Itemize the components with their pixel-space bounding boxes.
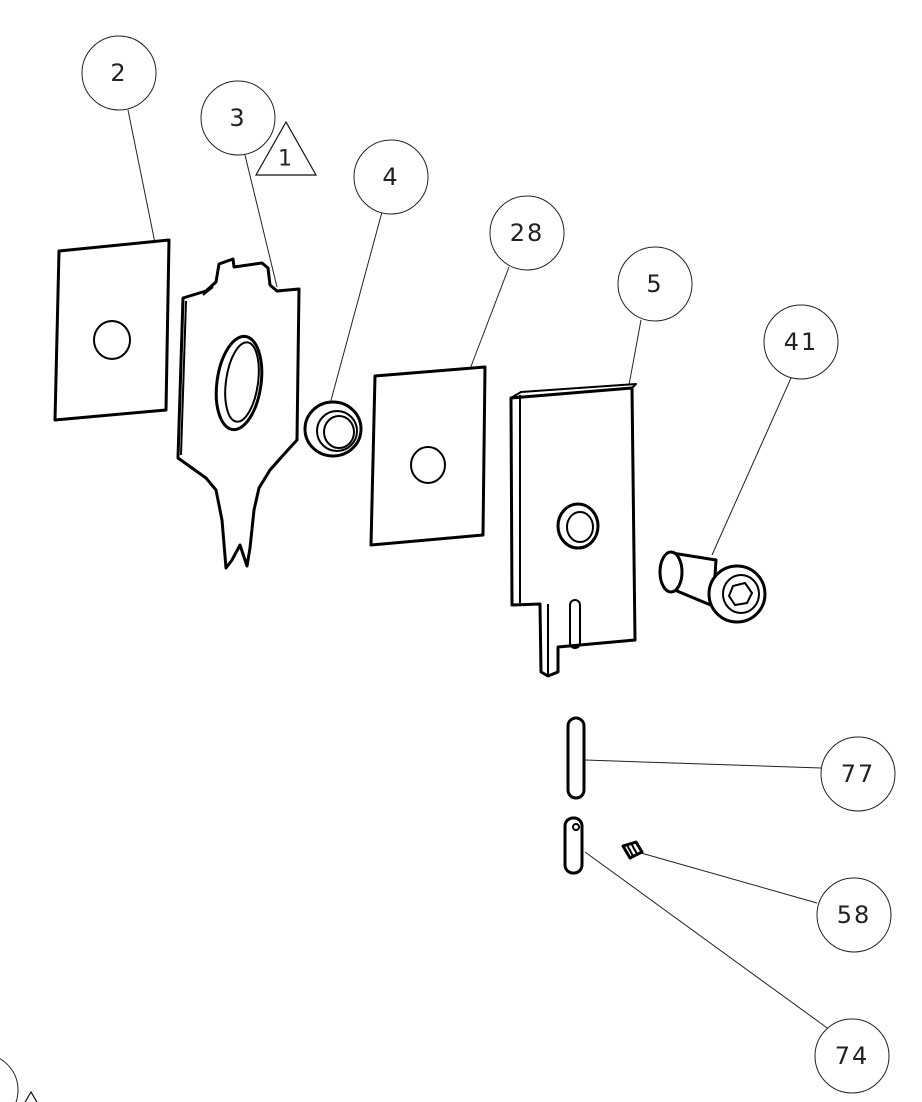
- part-28-plate: [369, 365, 487, 547]
- part-58-set-screw: [621, 840, 644, 860]
- leader-58: [640, 852, 818, 904]
- leader-74: [584, 851, 831, 1031]
- balloon-41-label: 41: [784, 328, 819, 356]
- balloon-58: 58: [816, 877, 892, 953]
- balloon-2: 2: [81, 35, 157, 111]
- partial-balloon-cropped: [0, 1058, 38, 1102]
- leader-4: [329, 211, 383, 405]
- leader-41: [711, 377, 792, 556]
- part-74-pin: [563, 816, 584, 875]
- part-3-spring-plate: [176, 257, 301, 570]
- leader-3: [244, 154, 278, 288]
- balloon-74: 74: [814, 1018, 890, 1094]
- part-2-plate: [53, 238, 171, 422]
- balloon-28-label: 28: [510, 219, 545, 247]
- balloon-4-label: 4: [382, 163, 399, 191]
- leader-28: [469, 266, 510, 370]
- balloon-3: 3: [200, 80, 276, 156]
- revision-flag-label: 1: [278, 147, 294, 172]
- balloon-58-label: 58: [837, 901, 872, 929]
- balloon-3-label: 3: [229, 104, 246, 132]
- balloon-5-label: 5: [646, 270, 663, 298]
- balloon-77-label: 77: [841, 760, 876, 788]
- balloon-28: 28: [489, 195, 565, 271]
- leader-77: [584, 759, 822, 769]
- balloon-77: 77: [820, 736, 896, 812]
- part-41-screw: [658, 550, 767, 624]
- leader-2: [127, 109, 156, 244]
- balloon-74-label: 74: [835, 1042, 870, 1070]
- part-77-pin: [566, 716, 586, 800]
- balloon-4: 4: [353, 139, 429, 215]
- part-4-washer: [303, 400, 363, 458]
- leader-5: [628, 319, 642, 386]
- revision-flag: 1: [254, 120, 318, 176]
- balloon-5: 5: [617, 246, 693, 322]
- part-5-block: [509, 383, 637, 678]
- balloon-41: 41: [763, 304, 839, 380]
- leader-lines: [127, 109, 831, 1031]
- balloon-2-label: 2: [110, 59, 127, 87]
